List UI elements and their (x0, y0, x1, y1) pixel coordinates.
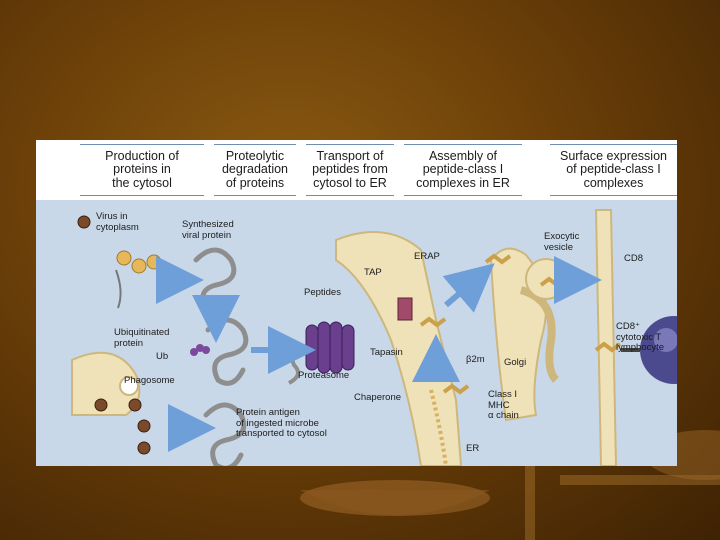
ubiquitin-chain (190, 344, 210, 356)
label-exocytic-vesicle: Exocytic vesicle (544, 231, 580, 253)
pathway-illustration (71, 209, 677, 466)
label-synthesized-protein: Synthesized viral protein (182, 219, 234, 241)
label-b2m: β2m (466, 354, 485, 365)
label-peptides: Peptides (304, 287, 341, 298)
header-assembly: Assembly of peptide-class I complexes in… (404, 144, 522, 196)
tap-transporter-icon (397, 297, 413, 321)
header-surface-expression: Surface expression of peptide-class I co… (550, 144, 677, 196)
phagosome-vesicle (119, 376, 139, 396)
header-transport: Transport of peptides from cytosol to ER (306, 144, 394, 196)
header-production: Production of proteins in the cytosol (80, 144, 204, 196)
header-degradation: Proteolytic degradation of proteins (214, 144, 296, 196)
label-ub: Ub (156, 351, 169, 362)
phagosome-membrane (71, 351, 141, 416)
label-ubiquitinated: Ubiquitinated protein (114, 327, 170, 349)
label-phagosome: Phagosome (124, 375, 175, 386)
ribosome-icon (116, 250, 162, 274)
label-proteasome: Proteasome (298, 370, 350, 381)
label-class-i-mhc: Class I MHC α chain (488, 389, 519, 421)
label-erap: ERAP (414, 251, 440, 262)
label-chaperone: Chaperone (354, 392, 402, 403)
virus-icon (77, 215, 151, 455)
label-protein-antigen: Protein antigen of ingested microbe tran… (236, 407, 327, 439)
label-tap: TAP (364, 267, 382, 278)
cell-surface-membrane (594, 209, 618, 466)
label-cytotoxic-t-lymphocyte: CD8⁺ cytotoxic T lymphocyte (616, 321, 665, 353)
er-membrane (335, 231, 463, 466)
label-virus: Virus in cytoplasm (96, 211, 139, 233)
label-tapasin: Tapasin (370, 347, 403, 358)
label-golgi: Golgi (504, 357, 527, 368)
proteasome-icon (305, 321, 355, 374)
er-ribosome-chain (429, 389, 448, 466)
mrna-strand (115, 269, 122, 309)
flow-arrows (156, 256, 602, 452)
t-cell-icon (621, 316, 677, 384)
label-er: ER (466, 443, 480, 454)
label-cd8: CD8 (624, 253, 644, 264)
antigen-processing-figure: Production of proteins in the cytosol Pr… (36, 140, 677, 466)
